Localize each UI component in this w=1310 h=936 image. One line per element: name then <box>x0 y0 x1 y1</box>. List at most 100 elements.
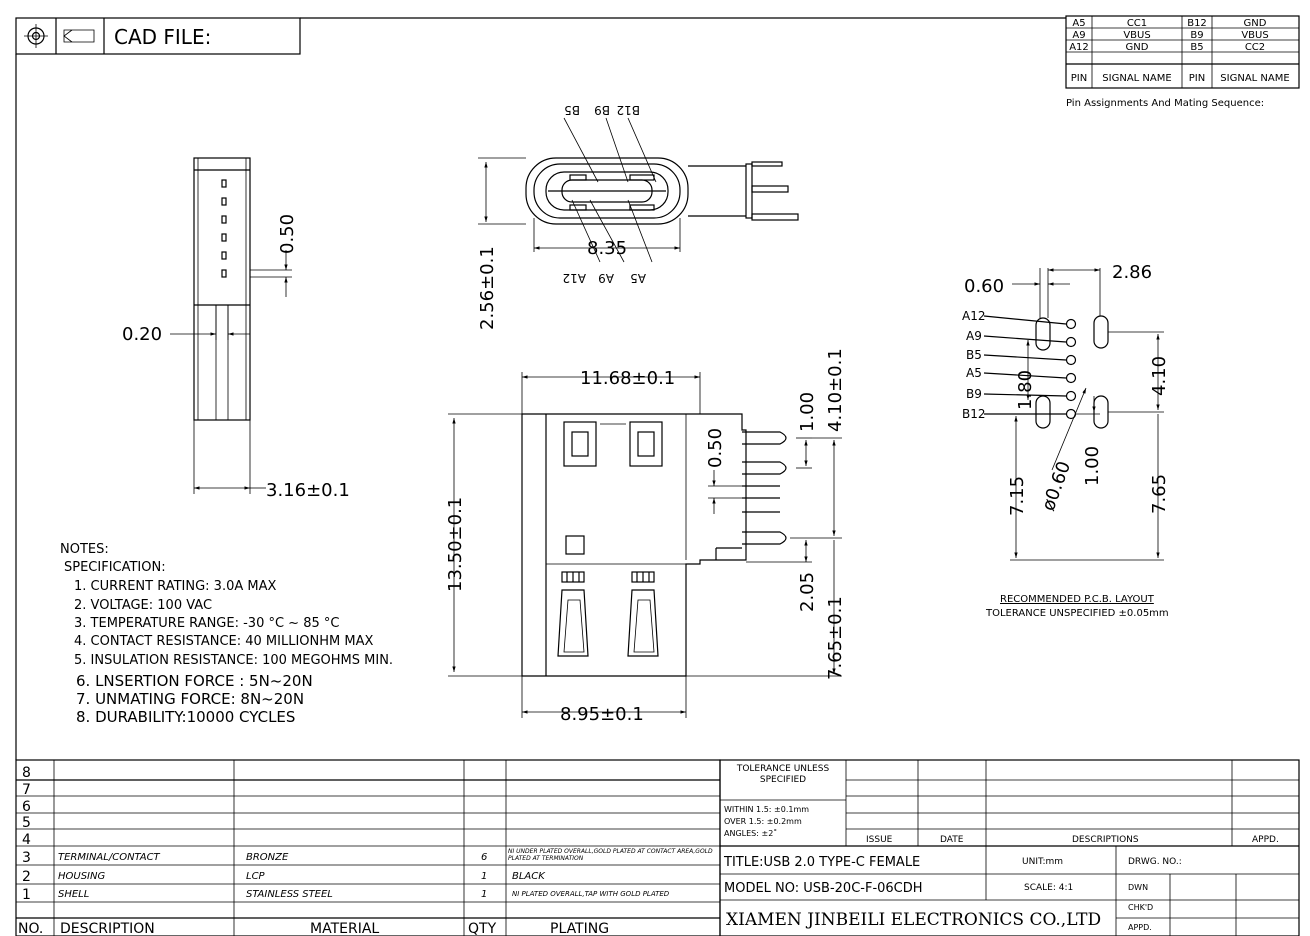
appd-label: APPD. <box>1128 923 1152 932</box>
top-pin-label: B5 <box>564 103 580 117</box>
bom-qty: 6 <box>481 852 487 863</box>
pin-header-cell: PIN <box>1071 73 1087 84</box>
drawing-title: TITLE:USB 2.0 TYPE-C FEMALE <box>723 855 920 870</box>
pcb-dim-286: 2.86 <box>1112 262 1152 283</box>
appd-header: APPD. <box>1252 835 1279 845</box>
pcb-dim-phi060: ø0.60 <box>1038 459 1075 514</box>
pcb-dim-410: 4.10 <box>1149 356 1170 396</box>
note-item: 5. INSULATION RESISTANCE: 100 MEGOHMS MI… <box>74 653 393 668</box>
scale-label: SCALE: 4:1 <box>1024 883 1073 893</box>
pcb-pin-label: A5 <box>966 366 982 380</box>
bom-material: LCP <box>246 871 266 882</box>
drawing-number-label: DRWG. NO.: <box>1128 857 1182 867</box>
pin-cell: GND <box>1244 18 1267 29</box>
pin-assignment-table: A5 CC1 B12 GND A9 VBUS B9 VBUS A12 GND B… <box>1065 15 1300 109</box>
bom-plating: NI UNDER PLATED OVERALL,GOLD PLATED AT C… <box>508 848 713 862</box>
bottom-pin-label: A5 <box>630 271 646 285</box>
pcb-pin-label: B5 <box>966 348 982 362</box>
pin-header-cell: PIN <box>1189 73 1205 84</box>
pin-cell: A9 <box>1072 30 1085 41</box>
bom-material: BRONZE <box>246 852 289 863</box>
tolerance-angles: ANGLES: ±2˚ <box>724 828 777 838</box>
issue-header: ISSUE <box>866 835 893 845</box>
pin-cell: VBUS <box>1123 30 1150 41</box>
pcb-layout: 0.60 2.86 A12 A9 B5 A5 B9 B12 <box>962 262 1170 619</box>
descriptions-header: DESCRIPTIONS <box>1072 835 1139 845</box>
bom-header-plating: PLATING <box>550 921 609 936</box>
model-number: MODEL NO: USB-20C-F-06CDH <box>724 881 923 896</box>
note-item: 2. VOLTAGE: 100 VAC <box>74 598 212 613</box>
pcb-pin-label: A9 <box>966 329 982 343</box>
bom-header-desc: DESCRIPTION <box>60 921 155 936</box>
bom-header-no: NO. <box>18 921 43 936</box>
pin-cell: A5 <box>1072 18 1085 29</box>
bom-row-number: 2 <box>22 869 31 885</box>
bom-header-material: MATERIAL <box>310 921 379 936</box>
top-dim-100: 1.00 <box>797 392 818 432</box>
chkd-label: CHK'D <box>1128 903 1153 912</box>
pcb-pin-label: A12 <box>962 309 985 323</box>
bom-qty: 1 <box>481 889 487 900</box>
bom-plating: NI PLATED OVERALL,TAP WITH GOLD PLATED <box>512 890 670 898</box>
pin-table-caption: Pin Assignments And Mating Sequence: <box>1066 98 1264 109</box>
tolerance-over: OVER 1.5: ±0.2mm <box>724 817 802 826</box>
pin-cell: CC1 <box>1127 18 1147 29</box>
date-header: DATE <box>940 835 964 845</box>
projection-symbol-icon <box>24 24 95 48</box>
bottom-pin-label: A9 <box>598 271 614 285</box>
cad-file-box: CAD FILE: <box>15 17 301 55</box>
side-dim-050: 0.50 <box>277 214 298 254</box>
pin-header-cell: SIGNAL NAME <box>1220 73 1289 84</box>
side-dim-020: 0.20 <box>122 324 162 345</box>
dwn-label: DWN <box>1128 883 1148 892</box>
title-block: TOLERANCE UNLESS SPECIFIED WITHIN 1.5: ±… <box>719 759 1300 936</box>
note-item: 7. UNMATING FORCE: 8N~20N <box>76 690 304 708</box>
note-item: 4. CONTACT RESISTANCE: 40 MILLIONHM MAX <box>74 634 373 649</box>
top-view: 11.68±0.1 13.50±0.1 8.95±0.1 0.50 1.00 4… <box>445 348 846 725</box>
pcb-dim-180: 1.80 <box>1015 370 1036 410</box>
pin-cell: B5 <box>1190 42 1203 53</box>
bom-header-qty: QTY <box>468 921 497 936</box>
top-dim-410: 4.10±0.1 <box>825 348 846 432</box>
bom-table: 8 7 6 5 4 3 2 1 TERMINAL/CONTACT BRONZE … <box>15 759 721 936</box>
unit-label: UNIT:mm <box>1022 857 1063 867</box>
pin-cell: A12 <box>1069 42 1089 53</box>
side-view: 0.50 0.20 3.16±0.1 <box>122 157 350 501</box>
pin-header-cell: SIGNAL NAME <box>1102 73 1171 84</box>
bom-row-number: 1 <box>22 887 31 903</box>
note-item: 3. TEMPERATURE RANGE: -30 °C ~ 85 °C <box>74 616 339 631</box>
bom-row-number: 7 <box>22 782 31 798</box>
bom-desc: HOUSING <box>58 871 105 882</box>
company-name: XIAMEN JINBEILI ELECTRONICS CO.,LTD <box>726 910 1101 930</box>
front-dim-835: 8.35 <box>587 238 627 259</box>
bom-qty: 1 <box>481 871 487 882</box>
pcb-pin-label: B9 <box>966 387 982 401</box>
pcb-dim-060: 0.60 <box>964 276 1004 297</box>
front-view: B5 B9 B12 A12 A9 A5 8.35 2.56±0.1 <box>477 103 799 330</box>
front-dim-256: 2.56±0.1 <box>477 246 498 330</box>
top-pin-label: B12 <box>616 103 640 117</box>
top-dim-050: 0.50 <box>705 428 726 468</box>
note-item: 6. LNSERTION FORCE : 5N~20N <box>76 672 313 690</box>
pcb-layout-tolerance: TOLERANCE UNSPECIFIED ±0.05mm <box>985 608 1169 619</box>
bom-row-number: 4 <box>22 832 31 848</box>
note-item: 1. CURRENT RATING: 3.0A MAX <box>74 579 276 594</box>
bom-material: STAINLESS STEEL <box>246 889 333 900</box>
top-pin-label: B9 <box>594 103 610 117</box>
side-dim-316: 3.16±0.1 <box>266 480 350 501</box>
pcb-layout-title: RECOMMENDED P.C.B. LAYOUT <box>1000 594 1155 605</box>
bom-row-number: 5 <box>22 815 31 831</box>
bottom-pin-label: A12 <box>563 271 586 285</box>
notes-block: NOTES: SPECIFICATION: 1. CURRENT RATING:… <box>60 542 393 726</box>
bom-plating: BLACK <box>512 871 546 882</box>
top-dim-1168: 11.68±0.1 <box>580 368 675 389</box>
bom-row-number: 8 <box>22 765 31 781</box>
top-dim-895: 8.95±0.1 <box>560 704 644 725</box>
pin-cell: GND <box>1126 42 1149 53</box>
pin-cell: CC2 <box>1245 42 1265 53</box>
notes-title: NOTES: <box>60 542 109 557</box>
top-dim-1350: 13.50±0.1 <box>445 497 466 592</box>
tolerance-within: WITHIN 1.5: ±0.1mm <box>724 805 809 814</box>
pin-cell: VBUS <box>1241 30 1268 41</box>
